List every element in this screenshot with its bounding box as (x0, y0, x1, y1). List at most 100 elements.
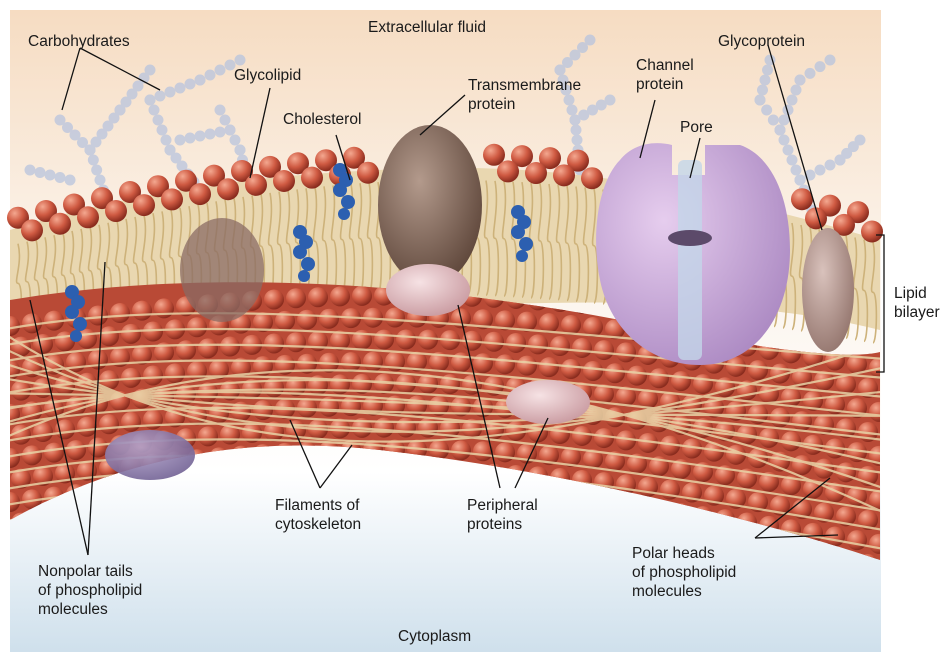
phospholipid-head (572, 338, 592, 358)
phospholipid-head (330, 286, 350, 306)
sugar-bead (215, 127, 226, 138)
phospholipid-head (77, 206, 99, 228)
phospholipid-head (301, 167, 323, 189)
phospholipid-head (583, 361, 603, 381)
sugar-bead (235, 145, 246, 156)
sugar-bead (88, 155, 99, 166)
phospholipid-head (154, 298, 174, 318)
sugar-bead (572, 135, 583, 146)
label-cholesterol: Cholesterol (283, 110, 361, 129)
sugar-bead (775, 125, 786, 136)
phospholipid-head (88, 306, 108, 326)
phospholipid-head (209, 403, 229, 423)
label-channel-protein: Channel protein (636, 56, 694, 94)
phospholipid-head (198, 426, 218, 446)
phospholipid-head (473, 353, 493, 373)
phospholipid-head (506, 333, 526, 353)
phospholipid-head (165, 363, 185, 383)
phospholipid-head (99, 326, 119, 346)
label-pore: Pore (680, 118, 713, 137)
sugar-bead (155, 91, 166, 102)
phospholipid-head (396, 329, 416, 349)
phospholipid-head (363, 352, 383, 372)
sugar-bead (605, 95, 616, 106)
sugar-bead (45, 170, 56, 181)
phospholipid-head (605, 363, 625, 383)
phospholipid-head (88, 438, 108, 458)
phospholipid-head (143, 366, 163, 386)
phospholipid-head (66, 440, 86, 460)
phospholipid-head (217, 178, 239, 200)
phospholipid-head (553, 164, 575, 186)
phospholipid-head (671, 371, 691, 391)
sugar-bead (760, 75, 771, 86)
phospholipid-head (44, 443, 64, 463)
phospholipid-head (22, 445, 42, 465)
phospholipid-head (273, 170, 295, 192)
phospholipid-head (385, 308, 405, 328)
phospholipid-head (187, 317, 207, 337)
phospholipid-head (791, 188, 813, 210)
phospholipid-head (847, 530, 867, 550)
sugar-bead (145, 65, 156, 76)
phospholipid-head (121, 324, 141, 344)
sugar-bead (779, 135, 790, 146)
phospholipid-head (539, 357, 559, 377)
phospholipid-head (517, 356, 537, 376)
sugar-bead (779, 115, 790, 126)
phospholipid-head (264, 333, 284, 353)
phospholipid-head (861, 221, 883, 243)
sugar-bead (825, 160, 836, 171)
glycoprotein (802, 228, 854, 352)
phospholipid-head (286, 332, 306, 352)
phospholipid-head (528, 334, 548, 354)
phospholipid-head (594, 428, 614, 448)
sugar-bead (768, 115, 779, 126)
phospholipid-head (561, 359, 581, 379)
label-carbohydrates: Carbohydrates (28, 32, 130, 51)
label-peripheral-proteins: Peripheral proteins (467, 496, 538, 534)
sugar-bead (165, 87, 176, 98)
sugar-bead (795, 75, 806, 86)
label-cytoplasm: Cytoplasm (398, 627, 471, 646)
phospholipid-head (341, 352, 361, 372)
sugar-bead (215, 65, 226, 76)
label-polar-heads: Polar heads of phospholipid molecules (632, 544, 736, 601)
phospholipid-head (21, 219, 43, 241)
sugar-bead (161, 135, 172, 146)
sugar-bead (149, 105, 160, 116)
sugar-bead (757, 85, 768, 96)
sugar-bead (755, 95, 766, 106)
sugar-bead (220, 115, 231, 126)
sugar-bead (175, 83, 186, 94)
sugar-bead (855, 135, 866, 146)
sugar-bead (157, 125, 168, 136)
phospholipid-head (99, 414, 119, 434)
phospholipid-head (176, 340, 196, 360)
transmembrane-protein (378, 125, 482, 285)
phospholipid-head (220, 337, 240, 357)
phospholipid-head (572, 426, 592, 446)
phospholipid-head (49, 213, 71, 235)
sugar-bead (153, 115, 164, 126)
sugar-bead (225, 125, 236, 136)
phospholipid-head (616, 342, 636, 362)
phospholipid-head (581, 167, 603, 189)
label-glycolipid: Glycolipid (234, 66, 301, 85)
sugar-bead (205, 129, 216, 140)
sugar-bead (205, 70, 216, 81)
sugar-bead (195, 75, 206, 86)
phospholipid-head (198, 338, 218, 358)
phospholipid-head (357, 162, 379, 184)
phospholipid-head (792, 411, 812, 431)
phospholipid-head (869, 534, 889, 554)
sugar-bead (145, 95, 156, 106)
phospholipid-head (132, 301, 152, 321)
sugar-bead (795, 175, 806, 186)
sugar-bead (783, 145, 794, 156)
phospholipid-head (495, 442, 515, 462)
phospholipid-head (308, 287, 328, 307)
glycolipid-protein (180, 218, 264, 322)
sugar-bead (825, 55, 836, 66)
phospholipid-head (110, 303, 130, 323)
